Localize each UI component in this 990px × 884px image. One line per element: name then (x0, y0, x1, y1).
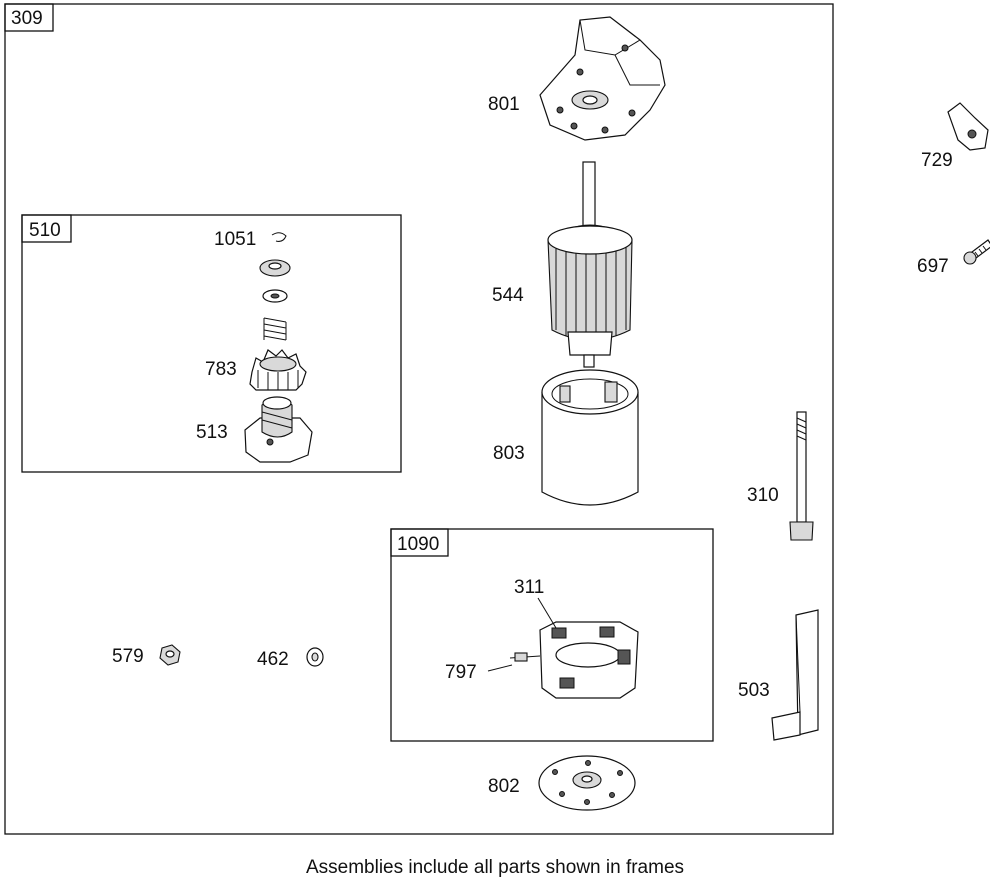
part-797-label: 797 (445, 662, 477, 683)
main-assembly-label-box (4, 3, 54, 32)
part-513-drawing (244, 396, 313, 463)
part-783-label: 783 (205, 359, 237, 380)
part-310-label: 310 (747, 485, 779, 506)
part-797-leader (487, 664, 513, 672)
part-503-drawing (771, 609, 819, 741)
part-510-stack-drawing (259, 259, 291, 341)
part-801-drawing (539, 16, 666, 141)
part-462-drawing (306, 647, 324, 667)
part-513-label: 513 (196, 422, 228, 443)
sub-assembly-1090-label: 1090 (397, 534, 439, 555)
main-assembly-frame (4, 3, 834, 835)
part-579-label: 579 (112, 646, 144, 667)
part-783-drawing (249, 349, 307, 391)
part-311-leader (537, 597, 557, 629)
part-544-drawing (547, 161, 633, 368)
main-assembly-label: 309 (11, 8, 43, 29)
part-462-label: 462 (257, 649, 289, 670)
footer-note: Assemblies include all parts shown in fr… (305, 857, 685, 878)
sub-assembly-1090-frame (390, 528, 714, 742)
sub-assembly-1090-label-box (390, 528, 449, 557)
part-802-drawing (538, 755, 636, 811)
part-1051-label: 1051 (214, 229, 256, 250)
part-311-drawing (509, 621, 639, 699)
part-310-drawing (789, 411, 814, 541)
sub-assembly-510-label: 510 (29, 220, 61, 241)
part-729-drawing (947, 102, 989, 151)
part-697-label: 697 (917, 256, 949, 277)
part-544-label: 544 (492, 285, 524, 306)
part-803-drawing (541, 369, 639, 506)
part-729-label: 729 (921, 150, 953, 171)
part-503-label: 503 (738, 680, 770, 701)
part-1051-drawing (271, 232, 287, 242)
part-801-label: 801 (488, 94, 520, 115)
sub-assembly-510-frame (21, 214, 402, 473)
sub-assembly-510-label-box (21, 214, 72, 243)
part-697-drawing (963, 239, 990, 265)
part-802-label: 802 (488, 776, 520, 797)
part-803-label: 803 (493, 443, 525, 464)
part-311-label: 311 (514, 577, 544, 598)
part-579-drawing (159, 644, 181, 666)
